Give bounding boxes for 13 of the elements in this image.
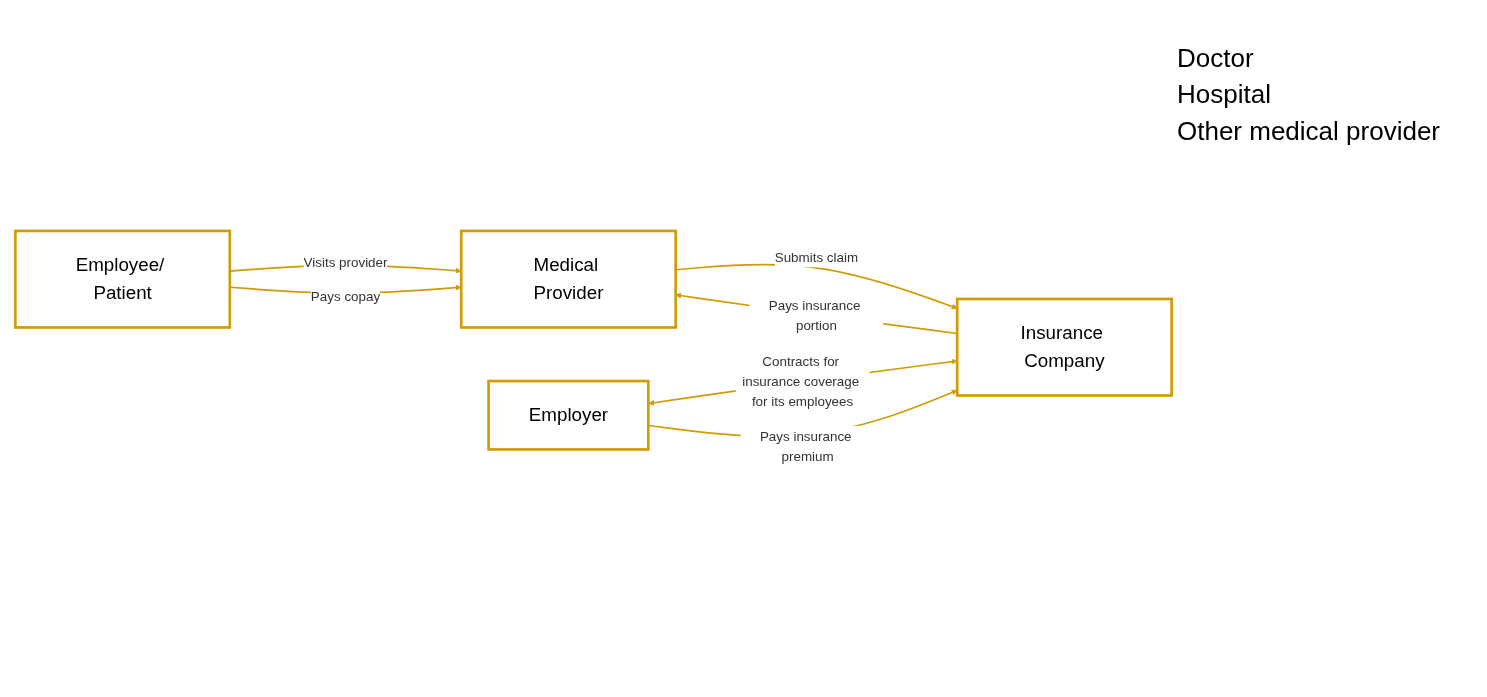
edge-label: Pays copay: [310, 288, 381, 304]
node-box: Employer: [487, 379, 650, 451]
edge-label: Submits claim: [774, 250, 859, 265]
node-box: Employee/ Patient: [14, 229, 232, 329]
edge-label: Pays insurance portion: [768, 297, 861, 333]
node-caption: Hospital: [1177, 78, 1272, 112]
node-caption: Doctor: [1177, 42, 1255, 75]
edge-label: Contracts for insurance coverage for its employees: [742, 353, 860, 409]
node-box: Medical Provider: [459, 229, 677, 329]
edge-label: Pays insurance premium: [759, 428, 852, 464]
edge-label: Visits provider: [303, 255, 388, 270]
node-box: Insurance Company: [955, 297, 1173, 397]
node-caption: Other medical provider: [1177, 114, 1441, 148]
